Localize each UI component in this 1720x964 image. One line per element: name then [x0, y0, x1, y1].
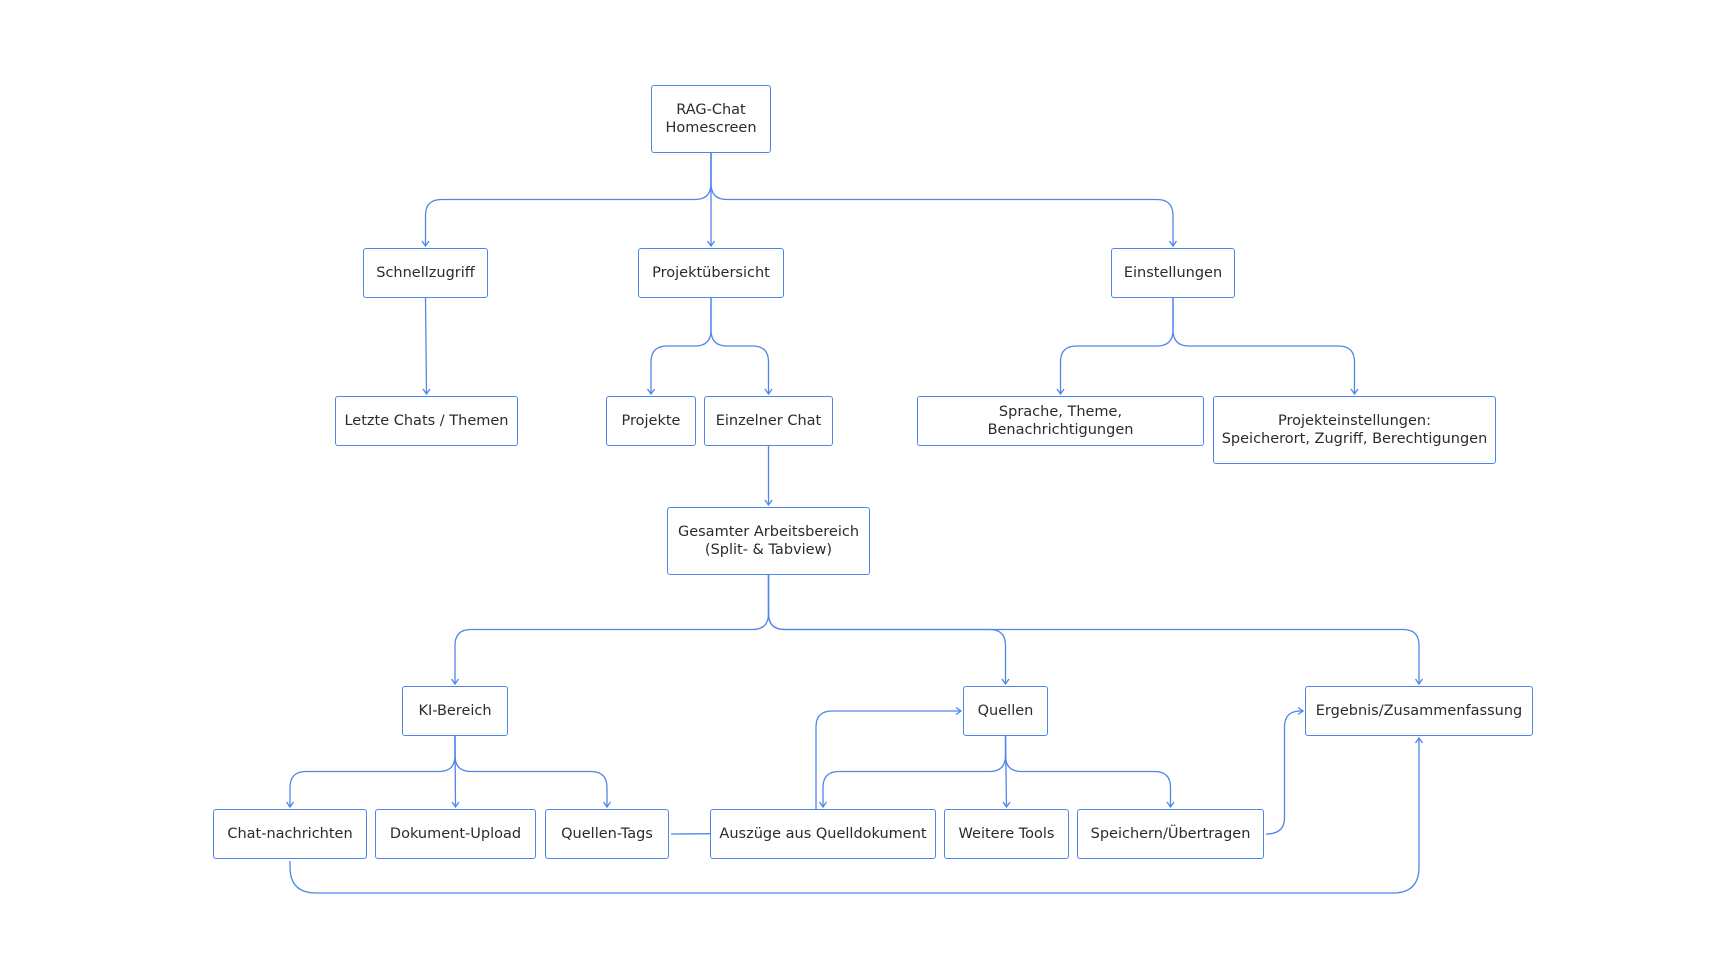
- edge-quellen-to-auszuege: [822, 736, 1007, 807]
- edge-ki_bereich-to-quellen_tags-arrowhead: [602, 801, 612, 809]
- node-sprache-theme-benachrichtigungen: Sprache, Theme, Benachrichtigungen: [917, 396, 1204, 446]
- node-projekte: Projekte: [606, 396, 696, 446]
- edge-ki_bereich-to-dokument_upload-arrowhead: [451, 801, 460, 809]
- node-ergebnis-zusammenfassung: Ergebnis/Zusammenfassung: [1305, 686, 1533, 736]
- node-ki-bereich: KI-Bereich: [402, 686, 508, 736]
- edge-root-to-schnellzugriff: [424, 153, 712, 246]
- node-einstellungen: Einstellungen: [1111, 248, 1235, 298]
- edge-arbeitsbereich-to-ergebnis: [767, 575, 1420, 684]
- edge-speichern-to-ergebnis: [1265, 710, 1303, 835]
- node-speichern-uebertragen: Speichern/Übertragen: [1077, 809, 1264, 859]
- edge-ki_bereich-to-quellen_tags: [454, 736, 608, 807]
- edge-quellen_tags-to-quellen-arrowhead: [955, 706, 963, 716]
- edge-arbeitsbereich-to-ergebnis-arrowhead: [1414, 678, 1424, 686]
- edge-projektuebersicht-to-einzelner_chat: [710, 298, 770, 394]
- edge-einstellungen-to-projekteinstellungen: [1172, 298, 1356, 394]
- node-einzelner-chat: Einzelner Chat: [704, 396, 833, 446]
- node-quellen-tags: Quellen-Tags: [545, 809, 669, 859]
- edge-quellen-to-speichern: [1004, 736, 1172, 807]
- node-schnellzugriff: Schnellzugriff: [363, 248, 488, 298]
- edge-ki_bereich-to-chat_nachrichten: [289, 736, 456, 807]
- node-projektuebersicht: Projektübersicht: [638, 248, 784, 298]
- edge-arbeitsbereich-to-ki_bereich: [454, 575, 770, 684]
- edge-chat_nachrichten-to-ergebnis: [289, 738, 1420, 894]
- edge-root-to-einstellungen: [710, 153, 1174, 246]
- edge-projektuebersicht-to-projekte-arrowhead: [646, 388, 656, 396]
- node-rag-chat-homescreen: RAG-Chat Homescreen: [651, 85, 771, 153]
- edge-root-to-projektuebersicht-arrowhead: [706, 240, 716, 248]
- node-auszuege-aus-quelldokument: Auszüge aus Quelldokument: [710, 809, 936, 859]
- edge-ki_bereich-to-chat_nachrichten-arrowhead: [285, 801, 295, 809]
- edge-arbeitsbereich-to-quellen-arrowhead: [1001, 678, 1010, 686]
- node-gesamter-arbeitsbereich: Gesamter Arbeitsbereich (Split- & Tabvie…: [667, 507, 870, 575]
- edge-einstellungen-to-sprache: [1059, 298, 1174, 394]
- edge-quellen-to-auszuege-arrowhead: [818, 801, 828, 809]
- node-dokument-upload: Dokument-Upload: [375, 809, 536, 859]
- edge-speichern-to-ergebnis-arrowhead: [1297, 706, 1305, 716]
- edge-quellen-to-weitere_tools-arrowhead: [1002, 801, 1011, 809]
- edge-einstellungen-to-sprache-arrowhead: [1056, 388, 1065, 396]
- edge-einzelner_chat-to-arbeitsbereich-arrowhead: [764, 499, 773, 507]
- edge-projektuebersicht-to-projekte: [650, 298, 712, 394]
- edge-schnellzugriff-to-letzte_chats: [424, 297, 428, 395]
- node-chat-nachrichten: Chat-nachrichten: [213, 809, 367, 859]
- edge-chat_nachrichten-to-ergebnis-arrowhead: [1414, 736, 1424, 744]
- edge-root-to-einstellungen-arrowhead: [1168, 240, 1178, 248]
- edge-root-to-schnellzugriff-arrowhead: [421, 240, 430, 248]
- node-projekteinstellungen: Projekteinstellungen: Speicherort, Zugri…: [1213, 396, 1496, 464]
- edge-einstellungen-to-projekteinstellungen-arrowhead: [1350, 388, 1359, 396]
- edge-projektuebersicht-to-einzelner_chat-arrowhead: [764, 388, 773, 396]
- node-letzte-chats-themen: Letzte Chats / Themen: [335, 396, 518, 446]
- node-quellen: Quellen: [963, 686, 1048, 736]
- edge-arbeitsbereich-to-ki_bereich-arrowhead: [450, 678, 460, 686]
- edge-quellen-to-speichern-arrowhead: [1166, 801, 1175, 809]
- node-weitere-tools: Weitere Tools: [944, 809, 1069, 859]
- edge-schnellzugriff-to-letzte_chats-arrowhead: [422, 388, 431, 396]
